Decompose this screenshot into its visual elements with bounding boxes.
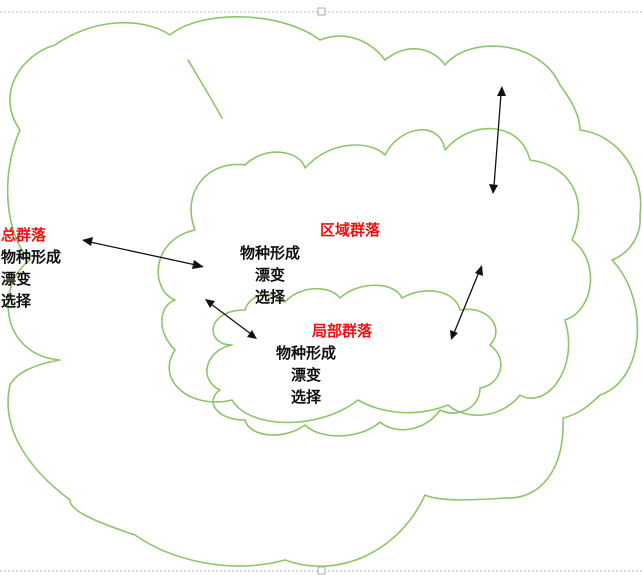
regional-community-processes: 物种形成 漂变 选择 (238, 242, 302, 308)
local-community-title: 局部群落 (312, 322, 373, 340)
resize-handle-bottom[interactable] (317, 566, 326, 575)
total-community-cloud (6, 16, 642, 568)
process-selection: 选择 (1, 292, 32, 310)
process-selection: 选择 (254, 288, 285, 306)
process-speciation: 物种形成 (239, 244, 300, 262)
total-community-title: 总群落 (1, 226, 47, 244)
regional-community-title: 区域群落 (320, 221, 381, 239)
resize-handle-top[interactable] (317, 7, 326, 16)
arrow-total-to-regional (82, 237, 204, 269)
arrow-regional-to-local (205, 299, 257, 339)
selection-frame[interactable] (0, 7, 642, 575)
process-selection: 选择 (290, 388, 321, 406)
process-drift: 漂变 (254, 266, 285, 284)
local-community-processes: 物种形成 漂变 选择 (274, 342, 338, 408)
arrow-local-to-regional (450, 265, 483, 340)
process-speciation: 物种形成 (275, 344, 336, 362)
process-drift: 漂变 (1, 270, 32, 288)
arrow-vertical-top (489, 86, 506, 194)
local-community-cloud (206, 284, 502, 437)
total-community-label: 总群落 物种形成 漂变 选择 (1, 224, 61, 312)
process-speciation: 物种形成 (1, 248, 62, 266)
process-drift: 漂变 (290, 366, 321, 384)
regional-community-cloud (157, 127, 592, 424)
